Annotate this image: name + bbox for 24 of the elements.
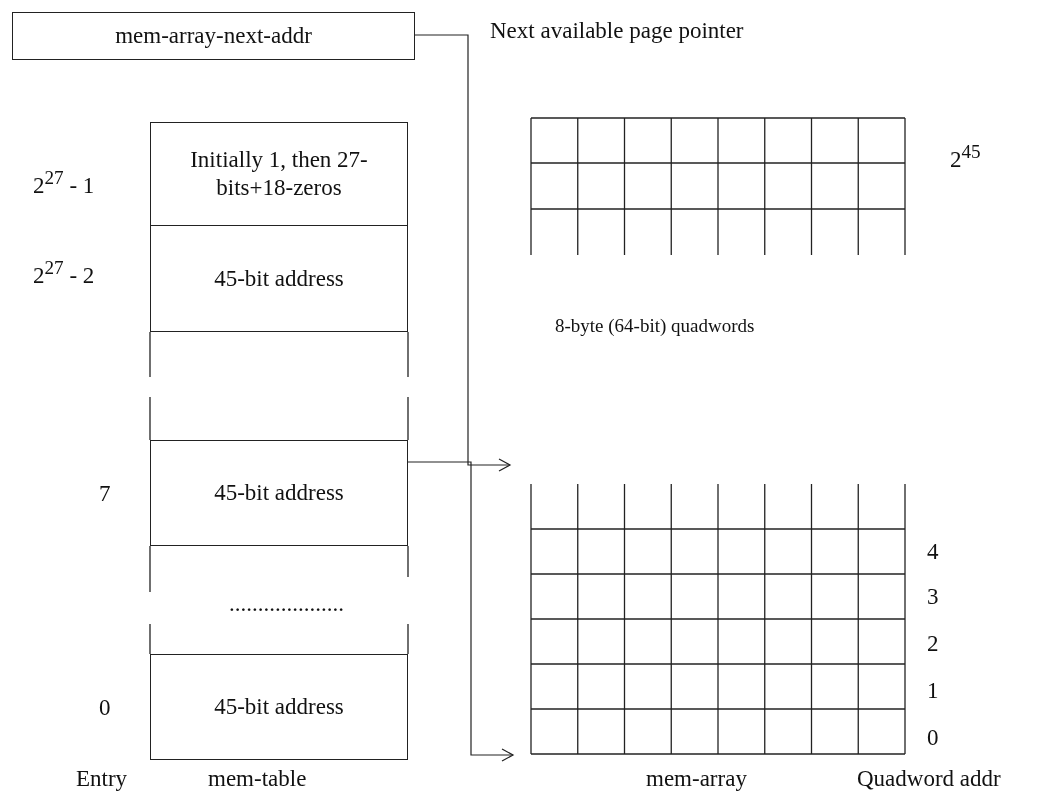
column-label: Entry xyxy=(76,766,128,792)
entry-index: 2$^{27}$ - 2 xyxy=(33,257,95,288)
entry-text: 45-bit address xyxy=(213,479,345,507)
caption-text: 8-byte (64-bit) quadwords xyxy=(555,316,755,337)
address-number: 2 xyxy=(927,631,939,657)
ellipsis-text: .................... xyxy=(229,591,344,617)
size-label: 2$^{45}$ xyxy=(950,141,981,172)
entry-index: 0 xyxy=(99,695,111,721)
entry-text: 45-bit address xyxy=(213,693,345,721)
column-label: mem-table xyxy=(208,766,307,792)
address-number: 4 xyxy=(927,539,939,565)
entry-text: Initially 1, then 27-bits+18-zeros xyxy=(189,146,369,202)
entry-text: mem-array-next-addr xyxy=(114,22,313,50)
entry-text: 45-bit address xyxy=(213,264,345,293)
arrow xyxy=(407,461,514,762)
entry-index: 2$^{27}$ - 1 xyxy=(33,167,95,198)
address-number: 3 xyxy=(927,584,939,610)
arrow xyxy=(414,34,511,472)
address-number: 1 xyxy=(927,678,939,704)
entry-index: 7 xyxy=(99,481,111,507)
register-box xyxy=(12,12,415,60)
address-number: 0 xyxy=(927,725,939,751)
column-label: mem-array xyxy=(646,766,747,792)
column-label: Quadword addr xyxy=(857,766,1001,792)
